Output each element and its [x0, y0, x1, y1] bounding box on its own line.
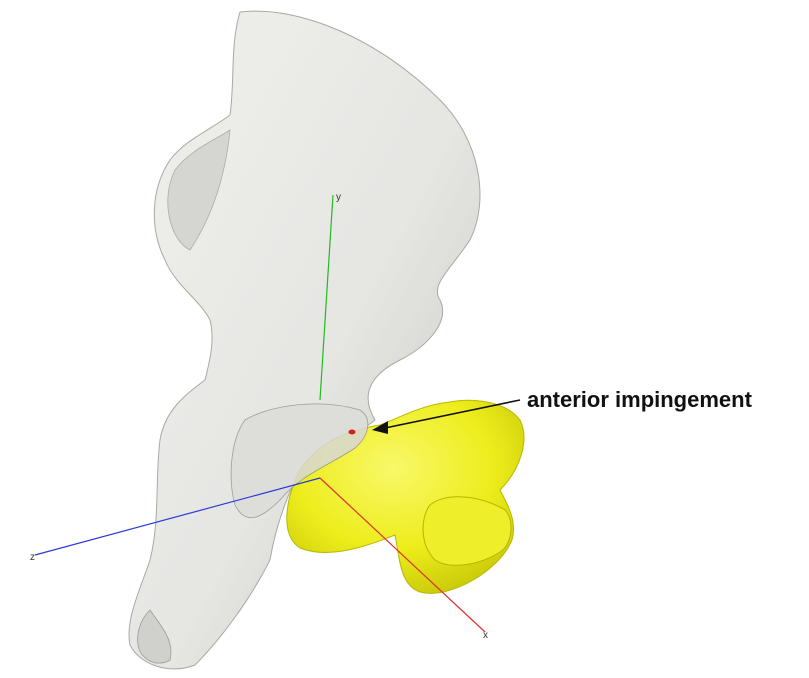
y-axis-label: y	[336, 192, 341, 203]
impingement-annotation-label: anterior impingement	[527, 387, 752, 413]
impingement-contact-point	[349, 430, 356, 435]
x-axis-label: x	[483, 630, 488, 641]
z-axis-label: z	[30, 552, 35, 563]
